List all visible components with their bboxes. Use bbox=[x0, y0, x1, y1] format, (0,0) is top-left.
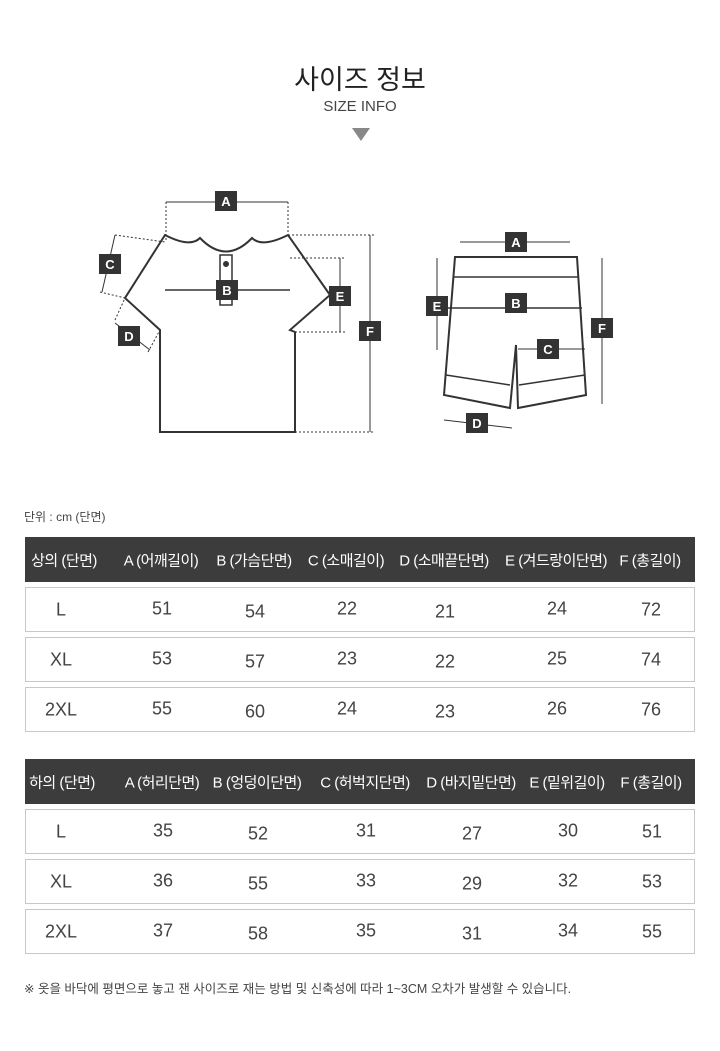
bottom-size-table: 하의 (단면) A (허리단면) B (엉덩이단면) C (허벅지단면) D (바지밑단… bbox=[25, 759, 695, 954]
column-header: D (바지밑단면) bbox=[426, 774, 516, 791]
measurement-cell: 22 bbox=[434, 651, 456, 671]
page-subtitle: SIZE INFO bbox=[323, 98, 397, 115]
measurement-cell: 57 bbox=[244, 651, 266, 671]
measurement-cell: 55 bbox=[247, 873, 269, 893]
column-header: 상의 (단면) bbox=[31, 552, 97, 569]
measurement-cell: 76 bbox=[640, 699, 662, 719]
svg-text:E: E bbox=[336, 289, 345, 304]
tshirt-labels: A B C D E F bbox=[99, 191, 381, 346]
measurement-cell: 37 bbox=[152, 920, 174, 940]
measurement-cell: 35 bbox=[355, 920, 377, 940]
measurement-cell: 33 bbox=[355, 870, 377, 890]
table-row: L 35 52 31 27 30 51 bbox=[25, 809, 695, 854]
measurement-cell: 29 bbox=[461, 873, 483, 893]
measurement-cell: 22 bbox=[336, 598, 358, 618]
table-row: L 51 54 22 21 24 72 bbox=[25, 587, 695, 632]
svg-text:E: E bbox=[433, 299, 442, 314]
table-row: 2XL 37 58 35 31 34 55 bbox=[25, 909, 695, 954]
measurement-cell: 55 bbox=[641, 921, 663, 941]
measurement-cell: 24 bbox=[336, 698, 358, 718]
table-row: XL 53 57 23 22 25 74 bbox=[25, 637, 695, 682]
table-row: XL 36 55 33 29 32 53 bbox=[25, 859, 695, 904]
measurement-cell: 27 bbox=[461, 823, 483, 843]
column-header: E (밑위길이) bbox=[529, 774, 605, 791]
measurement-cell: 36 bbox=[152, 870, 174, 890]
page-title: 사이즈 정보 bbox=[294, 65, 426, 95]
measurement-cell: 53 bbox=[151, 648, 173, 668]
measurement-cell: 23 bbox=[336, 648, 358, 668]
measurement-cell: 51 bbox=[151, 598, 173, 618]
table-header: 하의 (단면) A (허리단면) B (엉덩이단면) C (허벅지단면) D (바지밑단… bbox=[25, 759, 695, 804]
column-header: D (소매끝단면) bbox=[399, 552, 489, 569]
size-diagram: A B C D E F A B C D E F bbox=[99, 191, 613, 433]
column-header: E (겨드랑이단면) bbox=[505, 552, 607, 569]
measurement-note: ※ 옷을 바닥에 평면으로 놓고 잰 사이즈로 재는 방법 및 신축성에 따라 … bbox=[24, 982, 572, 996]
size-label: XL bbox=[49, 649, 73, 669]
svg-text:A: A bbox=[221, 194, 231, 209]
column-header: A (허리단면) bbox=[124, 774, 200, 791]
column-header: F (총길이) bbox=[620, 774, 682, 791]
column-header: A (어깨길이) bbox=[123, 552, 199, 569]
svg-text:C: C bbox=[543, 342, 553, 357]
size-label: 2XL bbox=[44, 921, 78, 941]
size-label: XL bbox=[49, 871, 73, 891]
column-header: C (허벅지단면) bbox=[320, 774, 410, 791]
top-size-table: 상의 (단면) A (어깨길이) B (가슴단면) C (소매길이) D (소매끝단면)… bbox=[25, 537, 695, 732]
down-triangle-icon bbox=[352, 128, 370, 141]
measurement-cell: 26 bbox=[546, 698, 568, 718]
measurement-cell: 32 bbox=[557, 870, 579, 890]
measurement-cell: 23 bbox=[434, 701, 456, 721]
unit-label: 단위 : cm (단면) bbox=[24, 510, 106, 524]
measurement-cell: 35 bbox=[152, 820, 174, 840]
svg-text:A: A bbox=[511, 235, 521, 250]
svg-text:B: B bbox=[511, 296, 520, 311]
column-header: C (소매길이) bbox=[307, 552, 385, 569]
svg-text:D: D bbox=[472, 416, 481, 431]
size-label: L bbox=[55, 821, 67, 841]
svg-text:F: F bbox=[598, 321, 606, 336]
measurement-cell: 58 bbox=[247, 923, 269, 943]
size-label: L bbox=[55, 599, 67, 619]
svg-text:C: C bbox=[105, 257, 115, 272]
measurement-cell: 34 bbox=[557, 920, 579, 940]
column-header: 하의 (단면) bbox=[29, 774, 95, 791]
measurement-cell: 74 bbox=[640, 649, 662, 669]
column-header: B (엉덩이단면) bbox=[212, 774, 302, 791]
measurement-cell: 54 bbox=[244, 601, 266, 621]
pants-labels: A B C D E F bbox=[426, 232, 613, 433]
table-header: 상의 (단면) A (어깨길이) B (가슴단면) C (소매길이) D (소매끝단면)… bbox=[25, 537, 695, 582]
measurement-cell: 52 bbox=[247, 823, 269, 843]
tshirt-diagram bbox=[99, 201, 375, 433]
measurement-cell: 21 bbox=[434, 601, 456, 621]
measurement-cell: 60 bbox=[244, 701, 266, 721]
measurement-cell: 55 bbox=[151, 698, 173, 718]
column-header: B (가슴단면) bbox=[216, 552, 292, 569]
measurement-cell: 25 bbox=[546, 648, 568, 668]
table-row: 2XL 55 60 24 23 26 76 bbox=[25, 687, 695, 732]
column-header: F (총길이) bbox=[619, 552, 681, 569]
measurement-cell: 51 bbox=[641, 821, 663, 841]
measurement-cell: 72 bbox=[640, 599, 662, 619]
size-label: 2XL bbox=[44, 699, 78, 719]
measurement-cell: 30 bbox=[557, 820, 579, 840]
svg-text:B: B bbox=[222, 283, 231, 298]
svg-text:D: D bbox=[124, 329, 133, 344]
measurement-cell: 31 bbox=[355, 820, 377, 840]
measurement-cell: 31 bbox=[461, 923, 483, 943]
svg-text:F: F bbox=[366, 324, 374, 339]
measurement-cell: 24 bbox=[546, 598, 568, 618]
pants-diagram bbox=[436, 241, 603, 429]
measurement-cell: 53 bbox=[641, 871, 663, 891]
